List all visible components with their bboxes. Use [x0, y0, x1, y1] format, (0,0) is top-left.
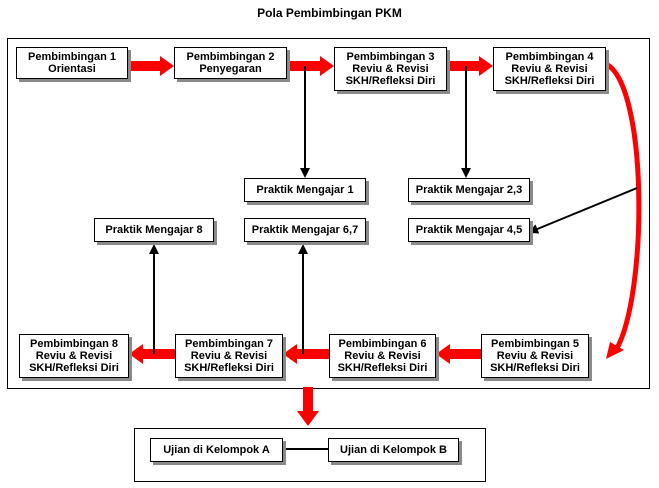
pembimbingan-1-box: Pembimbingan 1 Orientasi	[16, 47, 128, 79]
arrow-to-exams	[297, 387, 319, 426]
pembimbingan-2-box: Pembimbingan 2 Penyegaran	[174, 47, 287, 79]
pembimbingan-5-box: Pembimbingan 5 Reviu & Revisi SKH/Reflek…	[481, 334, 589, 378]
arrow-pb4-to-pb5-curve	[604, 61, 642, 352]
arrow-pb7-to-pb8	[129, 344, 175, 364]
praktik-mengajar-1-box: Praktik Mengajar 1	[244, 178, 366, 202]
arrow-pb3-to-pb4	[447, 56, 493, 76]
praktik-mengajar-6-7-box: Praktik Mengajar 6,7	[244, 218, 366, 242]
arrow-pb2-to-pb3	[287, 56, 334, 76]
pembimbingan-3-box: Pembimbingan 3 Reviu & Revisi SKH/Reflek…	[334, 47, 447, 91]
pembimbingan-8-box: Pembimbingan 8 Reviu & Revisi SKH/Reflek…	[19, 334, 129, 378]
pembimbingan-7-box: Pembimbingan 7 Reviu & Revisi SKH/Reflek…	[175, 334, 283, 378]
arrow-pb5-to-pb6	[436, 344, 481, 364]
praktik-mengajar-8-box: Praktik Mengajar 8	[94, 218, 214, 242]
ujian-kelompok-a-box: Ujian di Kelompok A	[150, 438, 283, 462]
ujian-kelompok-b-box: Ujian di Kelompok B	[328, 438, 459, 462]
arrow-pb4-to-pb5-head	[606, 342, 624, 359]
praktik-mengajar-4-5-box: Praktik Mengajar 4,5	[408, 218, 530, 242]
arrow-curve-to-pm45	[528, 187, 638, 234]
arrow-pb1-to-pb2	[128, 56, 174, 76]
pembimbingan-4-box: Pembimbingan 4 Reviu & Revisi SKH/Reflek…	[493, 47, 606, 91]
main-frame	[7, 38, 650, 389]
praktik-mengajar-2-3-box: Praktik Mengajar 2,3	[408, 178, 530, 202]
pembimbingan-6-box: Pembimbingan 6 Reviu & Revisi SKH/Reflek…	[329, 334, 436, 378]
diagram-title: Pola Pembimbingan PKM	[257, 6, 402, 20]
arrow-pb6-to-pb7	[283, 344, 329, 364]
